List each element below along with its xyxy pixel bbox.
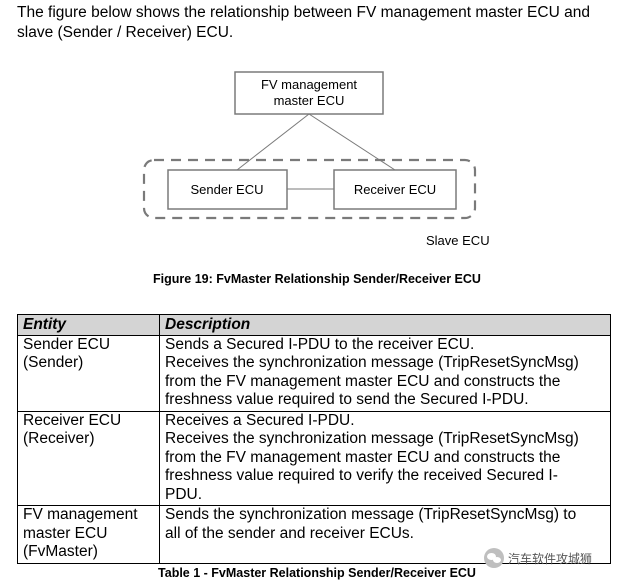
intro-line: The figure below shows the relationship … (17, 4, 590, 21)
table-caption: Table 1 - FvMaster Relationship Sender/R… (158, 566, 476, 580)
header-description: Description (159, 314, 611, 336)
master-ecu-label: FV management (261, 77, 357, 92)
relationship-diagram: FV management master ECU Sender ECU Rece… (142, 71, 490, 248)
slave-group-box (142, 158, 477, 220)
table-row: Receiver ECU (Receiver) Receives a Secur… (17, 410, 611, 506)
receiver-ecu-label: Receiver ECU (354, 182, 436, 197)
entity-table: Entity Description Sender ECU (Sender) S… (17, 314, 611, 564)
table-header-row: Entity Description (17, 314, 611, 336)
description-cell: Sends a Secured I-PDU to the receiver EC… (159, 334, 611, 412)
figure-caption: Figure 19: FvMaster Relationship Sender/… (153, 272, 481, 286)
wechat-icon (484, 548, 504, 568)
entity-cell: Sender ECU (Sender) (17, 334, 160, 412)
intro-paragraph: The figure below shows the relationship … (17, 3, 617, 43)
table-row: Sender ECU (Sender) Sends a Secured I-PD… (17, 334, 611, 412)
header-entity: Entity (17, 314, 160, 336)
table-row: FV management master ECU (FvMaster) Send… (17, 505, 611, 564)
description-cell: Sends the synchronization message (TripR… (159, 505, 611, 564)
entity-cell: Receiver ECU (Receiver) (17, 410, 160, 506)
entity-cell: FV management master ECU (FvMaster) (17, 505, 160, 564)
master-ecu-box (234, 71, 384, 115)
sender-ecu-box (167, 169, 288, 210)
watermark-text: 汽车软件攻城狮 (508, 551, 593, 566)
description-cell: Receives a Secured I-PDU. Receives the s… (159, 410, 611, 506)
receiver-ecu-box (333, 169, 457, 210)
master-ecu-label: master ECU (274, 93, 345, 108)
master-receiver-line (308, 113, 396, 171)
slave-ecu-label: Slave ECU (426, 233, 490, 248)
sender-ecu-label: Sender ECU (191, 182, 264, 197)
master-sender-line (236, 113, 310, 171)
watermark: 汽车软件攻城狮 (484, 548, 592, 568)
intro-line: slave (Sender / Receiver) ECU. (17, 24, 234, 41)
